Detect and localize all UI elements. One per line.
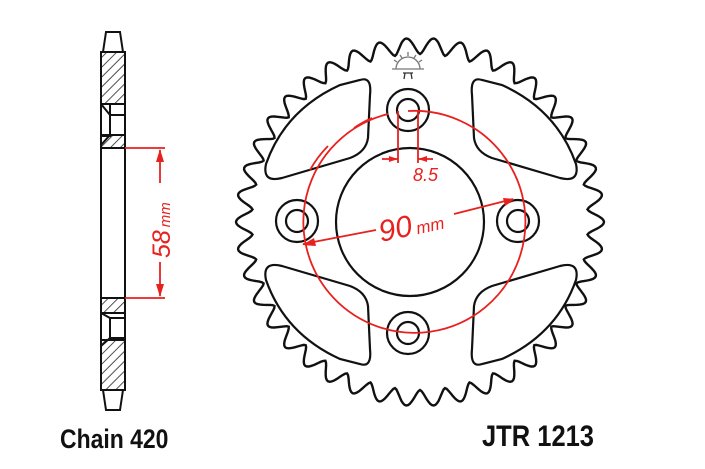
lightening-cutouts <box>264 78 578 366</box>
bolt-circle-dimension <box>302 109 527 334</box>
side-bottom-tooth <box>101 389 125 411</box>
bolt-hole-left <box>274 198 320 244</box>
cutout-bottom-left <box>264 263 372 366</box>
part-number-label: JTR 1213 <box>482 420 594 453</box>
bolt-hole-top <box>385 87 431 133</box>
side-hub-bore <box>100 147 126 299</box>
hub-diameter-dimension <box>125 147 165 299</box>
sprocket-front-view <box>234 37 606 407</box>
side-view <box>100 31 126 411</box>
chain-size-label: Chain 420 <box>60 424 169 454</box>
bolt-circle-label: 90mm <box>376 203 447 249</box>
sprocket-teeth-outline <box>234 37 606 407</box>
cutout-top-right <box>470 78 578 181</box>
side-top-hatch <box>100 51 126 105</box>
bolt-hole-diameter-label: 8.5 <box>413 165 439 185</box>
bolt-hole-right <box>495 198 541 244</box>
hub-diameter-label: 58mm <box>148 202 176 258</box>
cutout-top-left <box>264 78 372 181</box>
cutout-bottom-right <box>470 263 578 366</box>
jt-sun-logo-icon <box>392 52 424 80</box>
center-bore <box>334 146 486 298</box>
side-bottom-hatch <box>100 339 126 391</box>
side-top-tooth <box>101 31 125 53</box>
bolt-holes <box>274 87 541 356</box>
